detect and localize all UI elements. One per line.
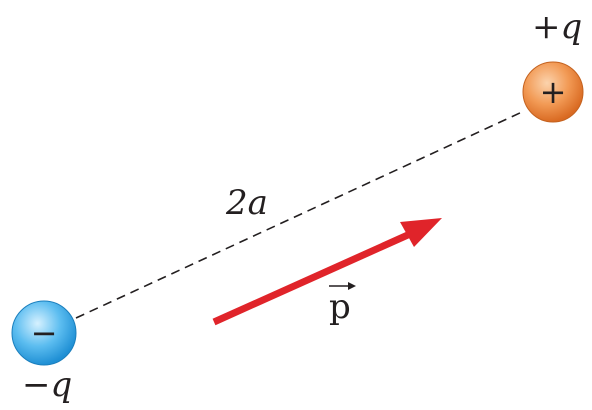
- separation-line: [75, 111, 523, 319]
- negative-charge-sphere: [11, 300, 77, 366]
- dipole-moment-symbol: p: [329, 287, 351, 327]
- positive-sign: +: [540, 73, 567, 111]
- negative-sign: −: [31, 314, 58, 352]
- separation-label: 2a: [225, 183, 268, 223]
- dipole-arrow-shaft: [212, 230, 412, 326]
- positive-charge-label: +q: [532, 7, 582, 47]
- dipole-arrow-head: [400, 218, 442, 247]
- positive-charge: +: [522, 61, 584, 123]
- negative-charge: −: [11, 300, 77, 366]
- positive-charge-sphere: [522, 61, 584, 123]
- dipole-moment-arrow: [212, 218, 442, 326]
- vector-arrow-head: [348, 282, 356, 290]
- dipole-moment-label: p: [329, 282, 356, 327]
- negative-charge-label: −q: [22, 365, 72, 405]
